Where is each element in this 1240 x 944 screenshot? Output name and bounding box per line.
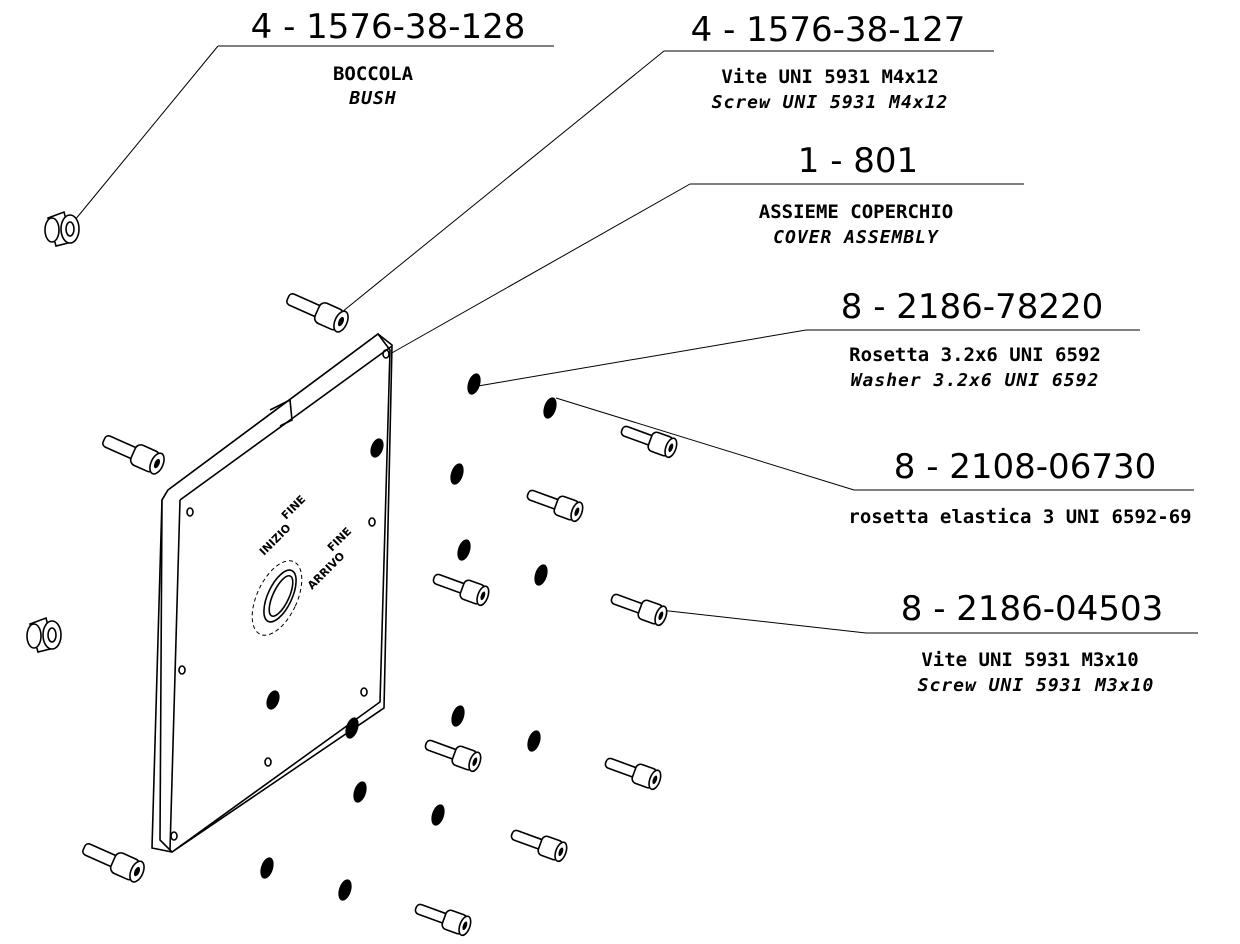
washer	[543, 397, 557, 419]
desc-en-screw-m4: Screw UNI 5931 M4x12	[712, 92, 949, 113]
part-number-washer: 8 - 2186-78220	[841, 287, 1103, 327]
desc-en-bush: BUSH	[348, 88, 396, 109]
washer	[345, 717, 359, 739]
desc-en-screw-m3: Screw UNI 5931 M3x10	[918, 675, 1155, 696]
screw-m3	[604, 757, 662, 791]
bush-part	[26, 616, 62, 653]
washer	[450, 463, 464, 485]
washer	[451, 705, 465, 727]
part-number-screw-m4: 4 - 1576-38-127	[691, 10, 966, 50]
washer	[260, 857, 274, 879]
screw-m3	[424, 739, 482, 773]
part-number-bush: 4 - 1576-38-128	[251, 7, 526, 47]
desc-it-spring-washer: rosetta elastica 3 UNI 6592-69	[848, 506, 1191, 528]
callout-screw-m3: 8 - 2186-04503 Vite UNI 5931 M3x10 Screw…	[659, 589, 1198, 696]
desc-it-bush: BOCCOLA	[333, 63, 414, 85]
part-number-spring-washer: 8 - 2108-06730	[894, 447, 1156, 487]
desc-en-washer: Washer 3.2x6 UNI 6592	[851, 370, 1100, 391]
callout-bush: 4 - 1576-38-128 BOCCOLA BUSH	[69, 7, 554, 227]
screw-m4	[82, 842, 145, 883]
desc-en-cover: COVER ASSEMBLY	[773, 227, 939, 248]
part-number-screw-m3: 8 - 2186-04503	[901, 589, 1163, 629]
part-number-cover: 1 - 801	[798, 141, 918, 181]
desc-it-screw-m3: Vite UNI 5931 M3x10	[921, 649, 1138, 671]
callout-screw-m4: 4 - 1576-38-127 Vite UNI 5931 M4x12 Scre…	[341, 10, 994, 313]
desc-it-washer: Rosetta 3.2x6 UNI 6592	[849, 344, 1101, 366]
screw-m3	[432, 573, 490, 607]
washer	[467, 373, 481, 395]
washer	[338, 879, 352, 901]
cover-plate: FINE INIZIO FINE ARRIVO	[151, 332, 393, 854]
screw-m3	[510, 829, 568, 863]
screw-m3	[414, 903, 472, 937]
washer	[353, 781, 367, 803]
callout-cover-assembly: 1 - 801 ASSIEME COPERCHIO COVER ASSEMBLY	[389, 141, 1024, 355]
washer	[527, 730, 541, 752]
washer	[457, 539, 471, 561]
washer	[431, 804, 445, 826]
washer	[534, 564, 548, 586]
callout-spring-washer: 8 - 2108-06730 rosetta elastica 3 UNI 65…	[555, 397, 1194, 528]
screw-m3	[620, 425, 678, 459]
callout-washer: 8 - 2186-78220 Rosetta 3.2x6 UNI 6592 Wa…	[477, 287, 1140, 391]
bush-part	[44, 210, 80, 247]
washers	[260, 373, 557, 901]
desc-it-cover: ASSIEME COPERCHIO	[759, 201, 953, 223]
desc-it-screw-m4: Vite UNI 5931 M4x12	[721, 66, 938, 88]
screw-m3	[610, 593, 668, 627]
screw-m3	[526, 489, 584, 523]
screw-m4	[102, 434, 165, 475]
screw-m4	[286, 292, 349, 333]
